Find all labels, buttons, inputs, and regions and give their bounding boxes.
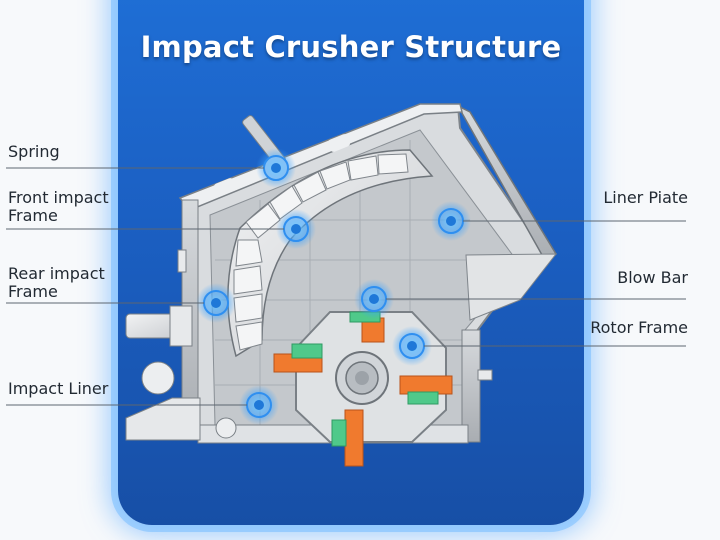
hotspot-rear-impact-frame [196,283,236,323]
label-impact-liner: Impact Liner [8,379,109,398]
hotspot-rotor-frame [392,326,432,366]
label-rear-impact-frame: Rear impact Frame [8,264,105,301]
hotspots [196,148,471,425]
hotspot-spring [256,148,296,188]
diagram-title: Impact Crusher Structure [140,30,562,64]
label-spring: Spring [8,142,60,161]
label-blow-bar: Blow Bar [617,268,688,287]
hotspot-front-impact-frame [276,209,316,249]
label-rotor-frame: Rotor Frame [590,318,688,337]
label-liner-plate: Liner Piate [603,188,688,207]
impact-liner-curve [227,149,434,358]
hotspot-impact-liner [239,385,279,425]
label-front-impact-frame: Front impact Frame [8,188,109,225]
hotspot-blow-bar [354,279,394,319]
hotspot-liner-plate [431,201,471,241]
